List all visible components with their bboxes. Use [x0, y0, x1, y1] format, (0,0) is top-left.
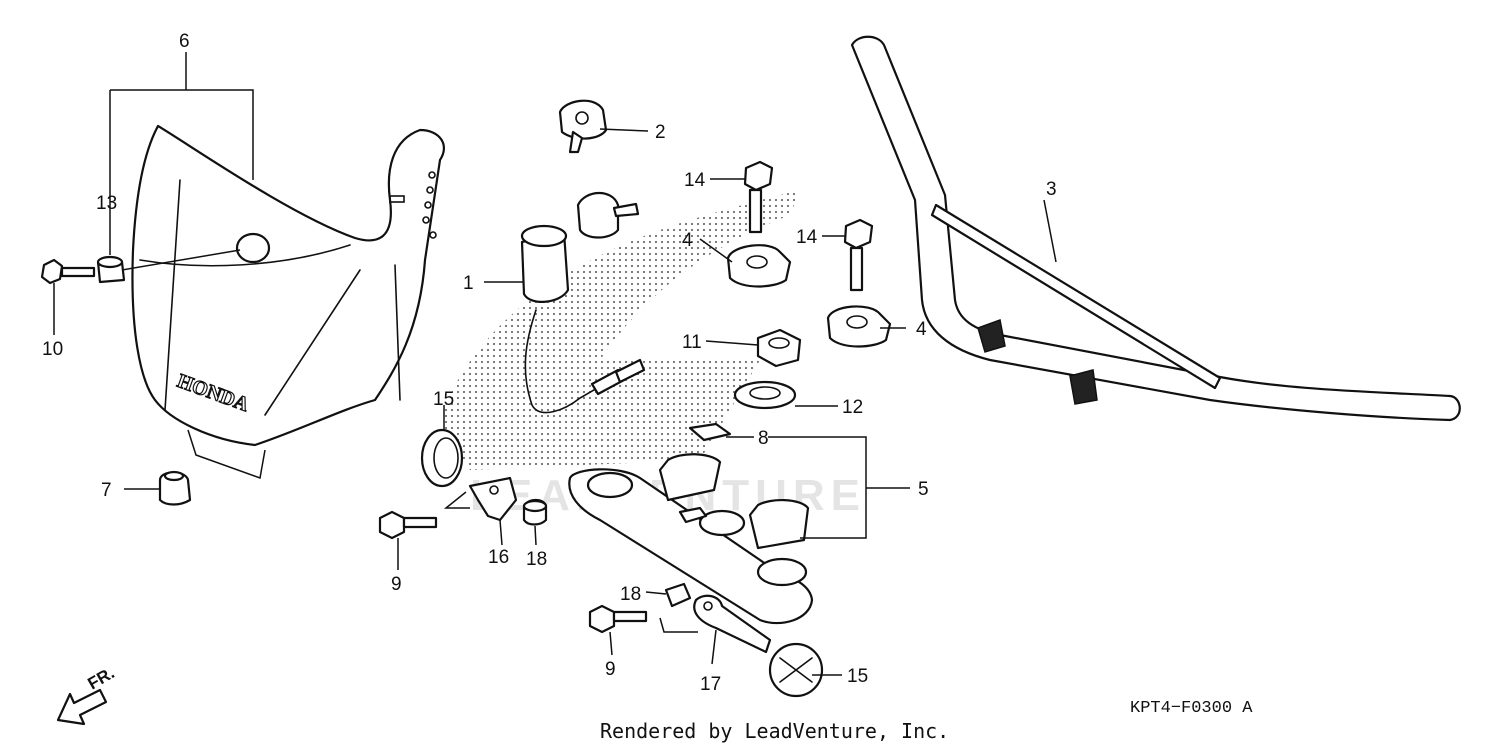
callout-16: 16: [488, 547, 509, 568]
handlebar: [850, 35, 1461, 422]
cap-15-lower: [768, 642, 824, 698]
callout-4-lower: 4: [916, 319, 927, 340]
callout-4-upper: 4: [682, 230, 693, 251]
callout-15-lower: 15: [847, 666, 868, 687]
callout-10: 10: [42, 339, 63, 360]
callout-17: 17: [700, 674, 721, 695]
collar-18-lower: [664, 582, 692, 608]
holder-upper: [726, 244, 792, 288]
ignition-switch: [520, 191, 646, 414]
bracket-17: [693, 594, 772, 654]
callout-15-upper: 15: [433, 389, 454, 410]
callout-labels: 1 2 3 4 4 5 6 7 8 9 9 10 11 12 13 14 14 …: [42, 31, 1057, 695]
callout-1: 1: [463, 273, 474, 294]
plate-8: [688, 422, 732, 442]
callout-11: 11: [682, 332, 702, 353]
callout-13: 13: [96, 193, 117, 214]
cap-15-upper: [420, 428, 464, 488]
grommet: [96, 255, 126, 284]
bolt-9-lower: [588, 604, 648, 634]
nut-11: [756, 328, 802, 368]
callout-18-lower: 18: [620, 584, 641, 605]
callout-14-lower: 14: [796, 227, 818, 248]
washer-12: [733, 380, 797, 410]
callout-14-upper: 14: [684, 170, 706, 191]
callout-3: 3: [1046, 179, 1057, 200]
render-credit: Rendered by LeadVenture, Inc.: [600, 719, 949, 743]
callout-6: 6: [179, 31, 190, 52]
callout-18-upper: 18: [526, 549, 547, 570]
callout-8: 8: [758, 428, 769, 449]
key-2: [558, 99, 608, 154]
front-direction-arrow: FR.: [56, 663, 118, 726]
bolt-14-lower: [843, 218, 874, 292]
callout-9-upper: 9: [391, 574, 402, 595]
callout-7: 7: [101, 480, 112, 501]
callout-9-lower: 9: [605, 659, 616, 680]
bolt-10: [40, 258, 96, 285]
collar-18-upper: [522, 498, 548, 526]
front-direction-label: FR.: [85, 663, 118, 693]
bolt-9-upper: [378, 510, 438, 540]
holder-lower: [826, 305, 892, 348]
leader-lines: [53, 52, 1057, 676]
diagram-code: KPT4−F0300 A: [1130, 699, 1253, 718]
top-bridge: [568, 453, 814, 625]
collar-7: [158, 470, 192, 506]
number-plate: HONDA: [131, 124, 445, 447]
callout-5: 5: [918, 479, 929, 500]
callout-12: 12: [842, 397, 863, 418]
callout-2: 2: [655, 122, 666, 143]
bolt-14-upper: [743, 160, 774, 234]
